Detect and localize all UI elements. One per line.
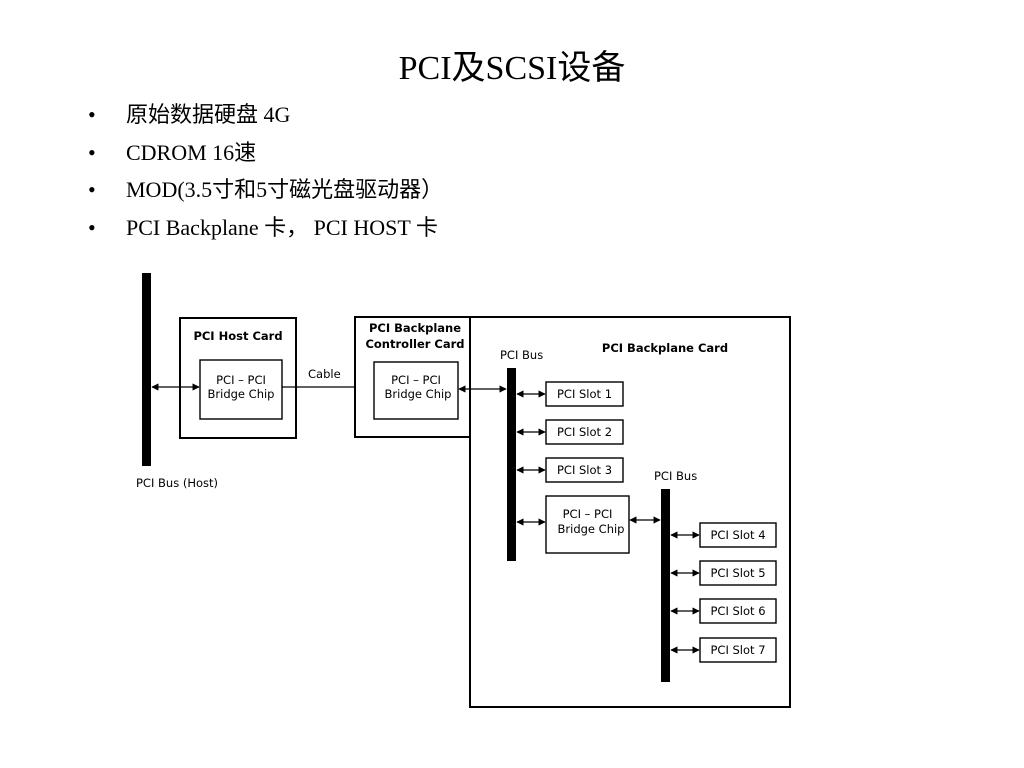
bullet-dot: •: [88, 214, 96, 240]
backplane-bridge-chip-box: [545, 495, 630, 554]
pci-slot-7-box: [699, 637, 777, 663]
controller-bridge-chip-line2: Bridge Chip: [385, 387, 452, 401]
host-pci-bus-bar: [142, 273, 151, 466]
pci-slot-3-label: PCI Slot 3: [557, 463, 612, 477]
pci-slot-7-label: PCI Slot 7: [710, 643, 765, 657]
pci-slot-4-box: [699, 522, 777, 548]
bullet-dot: •: [88, 139, 96, 165]
bullet-text: CDROM 16速: [126, 139, 257, 165]
backplane-bridge-chip-line2: Bridge Chip: [558, 522, 625, 536]
pci-slot-1-box: [545, 381, 624, 407]
bullet-dot: •: [88, 177, 96, 202]
backplane-bus2-label: PCI Bus: [654, 469, 697, 483]
bullet-list: • 原始数据硬盘 4G • CDROM 16速 • MOD(3.5寸和5寸磁光盘驱动器…: [88, 96, 443, 246]
controller-card-title-line1: PCI Backplane: [369, 321, 461, 335]
bullet-dot: •: [88, 102, 96, 127]
host-bridge-chip-line2: Bridge Chip: [208, 387, 275, 401]
cable-label: Cable: [308, 367, 341, 381]
bullet-text: 原始数据硬盘 4G: [126, 102, 291, 127]
pci-slot-3-box: [545, 457, 624, 483]
backplane-bus1-label: PCI Bus: [500, 348, 543, 362]
pci-slot-6-label: PCI Slot 6: [710, 604, 765, 618]
bullet-item: • PCI Backplane 卡， PCI HOST 卡: [88, 209, 443, 247]
bullet-text: PCI Backplane 卡， PCI HOST 卡: [126, 214, 438, 240]
backplane-bus1-bar: [507, 368, 516, 561]
backplane-bridge-chip-line1: PCI – PCI: [563, 507, 613, 521]
pci-slot-4-label: PCI Slot 4: [710, 528, 765, 542]
host-bridge-chip-line1: PCI – PCI: [216, 373, 266, 387]
bullet-item: • MOD(3.5寸和5寸磁光盘驱动器）: [88, 171, 443, 209]
slot-group-bus1: PCI Slot 1 PCI Slot 2 PCI Slot 3: [516, 381, 624, 483]
host-bus-label: PCI Bus (Host): [136, 476, 218, 490]
host-bridge-chip-box: [199, 359, 283, 420]
host-card-title: PCI Host Card: [193, 329, 282, 343]
backplane-bus2-bar: [661, 489, 670, 682]
pci-slot-2-label: PCI Slot 2: [557, 425, 612, 439]
controller-bridge-chip-box: [373, 361, 459, 420]
pci-slot-5-label: PCI Slot 5: [710, 566, 765, 580]
pci-slot-5-box: [699, 560, 777, 586]
controller-bridge-chip-line1: PCI – PCI: [391, 373, 441, 387]
backplane-card-title: PCI Backplane Card: [602, 341, 728, 355]
bullet-item: • CDROM 16速: [88, 134, 443, 172]
bullet-item: • 原始数据硬盘 4G: [88, 96, 443, 134]
slot-group-bus2: PCI Slot 4 PCI Slot 5 PCI Slot 6 PCI Slo…: [670, 522, 777, 663]
pci-slot-2-box: [545, 419, 624, 445]
slide-title: PCI及SCSI设备: [398, 50, 626, 87]
bullet-text: MOD(3.5寸和5寸磁光盘驱动器）: [126, 177, 444, 202]
pci-slot-1-label: PCI Slot 1: [557, 387, 612, 401]
controller-card-title-line2: Controller Card: [365, 337, 464, 351]
pci-slot-6-box: [699, 598, 777, 624]
